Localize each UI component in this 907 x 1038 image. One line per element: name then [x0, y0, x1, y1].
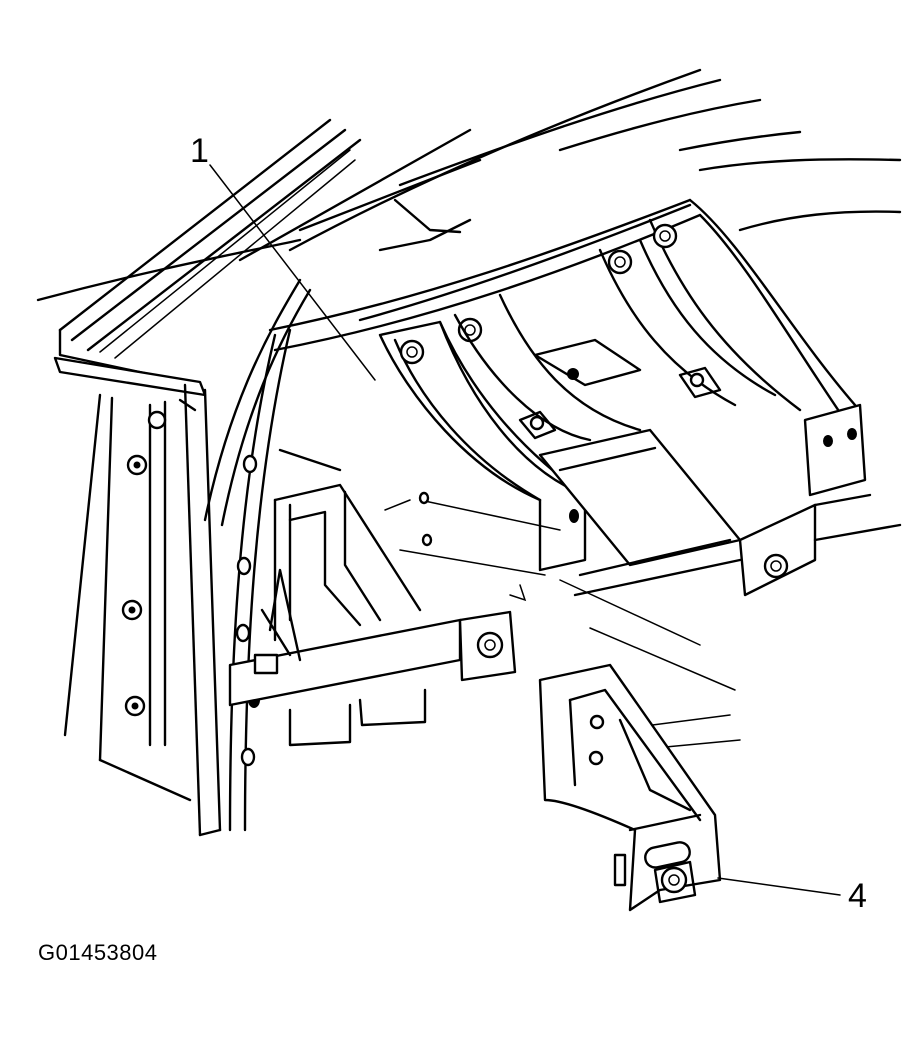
callout-4: 4: [717, 877, 867, 915]
front-frame-crossmember: [378, 218, 902, 597]
bracket: [538, 663, 722, 912]
callout-number-4: 4: [848, 877, 867, 915]
callout-1: 1: [190, 132, 376, 381]
assembly-guide-lines: [384, 491, 741, 756]
callout-number-1: 1: [190, 132, 209, 170]
left-pillar-assembly: [53, 118, 362, 837]
upper-body-panels: [36, 68, 902, 302]
lower-frame-rail: [228, 448, 517, 747]
figure-id-label: G01453804: [38, 940, 158, 965]
